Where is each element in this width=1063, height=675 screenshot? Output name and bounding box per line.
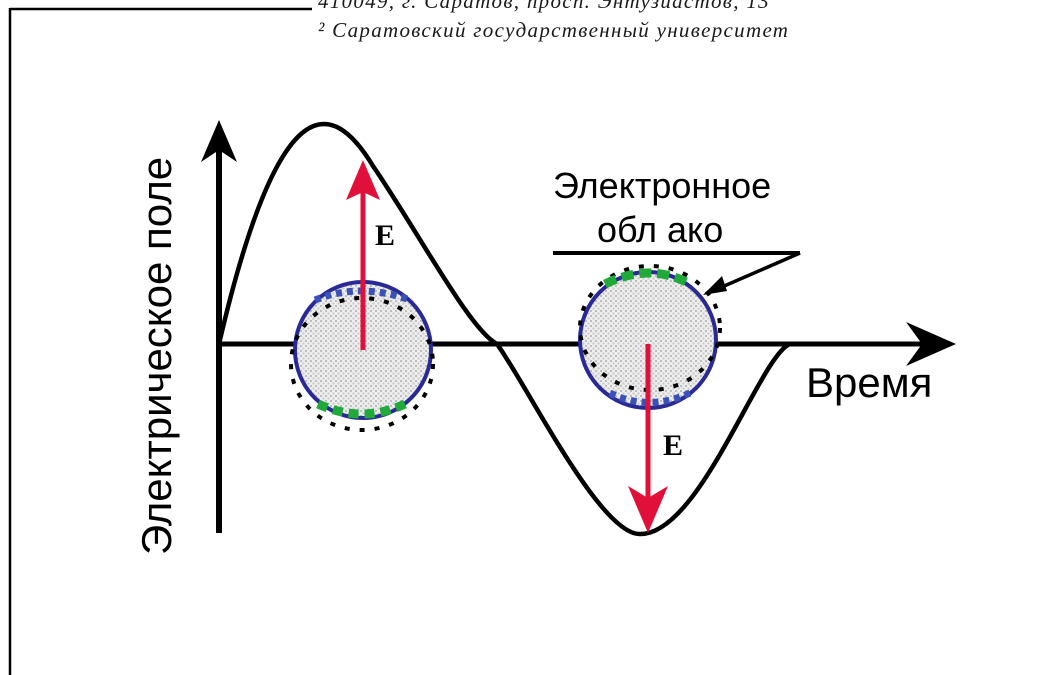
cloud-pointer-line [715, 253, 800, 290]
field-label-upper: E [375, 219, 395, 252]
field-label-lower: E [663, 429, 683, 462]
cloud-label-line2: обл ако [597, 209, 723, 250]
y-axis-label: Электрическое поле [133, 157, 180, 555]
cloud-label-line1: Электронное [553, 165, 771, 206]
cloud-pointer-arrowhead [703, 276, 727, 295]
x-axis-label: Время [806, 359, 932, 406]
